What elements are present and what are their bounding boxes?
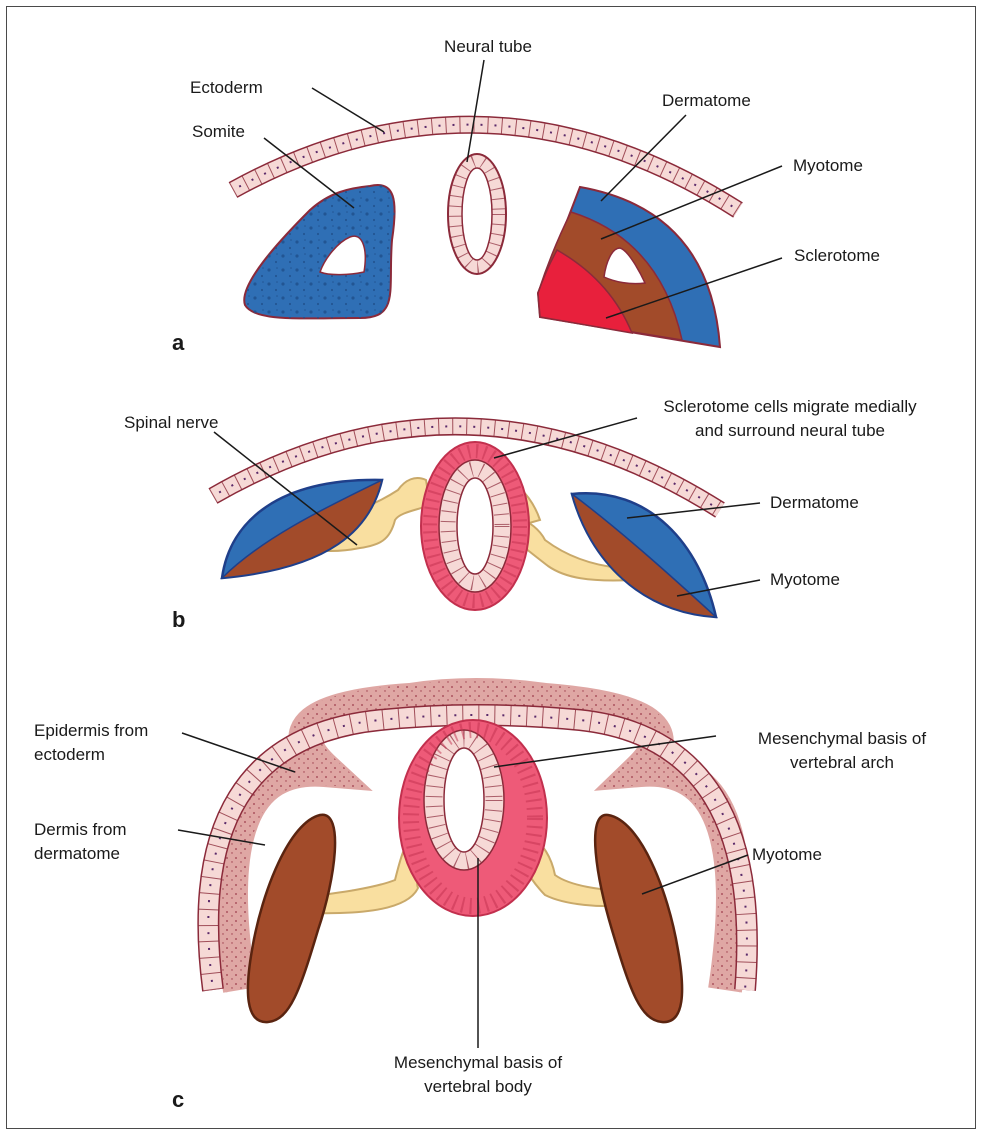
- left-myotome-c: [248, 815, 335, 1022]
- sclerotome-label: Sclerotome: [794, 246, 880, 265]
- vertebral-arch-label-line1: Mesenchymal basis of: [758, 729, 926, 748]
- neural-tube-leader: [467, 60, 484, 162]
- somite-label: Somite: [192, 122, 245, 141]
- sclerotome-migrate-label-line2: and surround neural tube: [695, 421, 885, 440]
- differentiated-somite-a: [538, 187, 720, 347]
- panel-letter-c: c: [172, 1087, 184, 1112]
- vertebral-mesenchyme-ring-c: [399, 720, 547, 916]
- dermatome-label-a: Dermatome: [662, 91, 751, 110]
- somite: [244, 185, 394, 318]
- myotome-label-c: Myotome: [752, 845, 822, 864]
- epidermis-label-line2: ectoderm: [34, 745, 105, 764]
- panel-c: c Epidermis from ectoderm Dermis from de…: [34, 695, 926, 1112]
- vertebral-body-label-line1: Mesenchymal basis of: [394, 1053, 562, 1072]
- right-dermomyotome-b: [572, 493, 716, 617]
- dermis-label-line1: Dermis from: [34, 820, 127, 839]
- epidermis-label-line1: Epidermis from: [34, 721, 148, 740]
- sclerotome-ring-b: [421, 442, 529, 610]
- ectoderm-leader: [312, 88, 384, 132]
- right-myotome-c: [595, 815, 682, 1022]
- sclerotome-migrate-label-line1: Sclerotome cells migrate medially: [663, 397, 917, 416]
- panel-a: a Ectoderm Neural tube Somite Dermatome …: [172, 37, 880, 355]
- dermis-label-line2: dermatome: [34, 844, 120, 863]
- vertebral-arch-label-line2: vertebral arch: [790, 753, 894, 772]
- vertebral-body-label-line2: vertebral body: [424, 1077, 532, 1096]
- neural-tube-label: Neural tube: [444, 37, 532, 56]
- myotome-label-b: Myotome: [770, 570, 840, 589]
- neural-tube-a: [448, 154, 506, 274]
- panel-letter-b: b: [172, 607, 185, 632]
- dermatome-label-b: Dermatome: [770, 493, 859, 512]
- panel-letter-a: a: [172, 330, 185, 355]
- ectoderm-label: Ectoderm: [190, 78, 263, 97]
- panel-b: b Spinal nerve Sclerotome cells migrate …: [124, 397, 917, 632]
- spinal-nerve-label: Spinal nerve: [124, 413, 219, 432]
- myotome-label-a: Myotome: [793, 156, 863, 175]
